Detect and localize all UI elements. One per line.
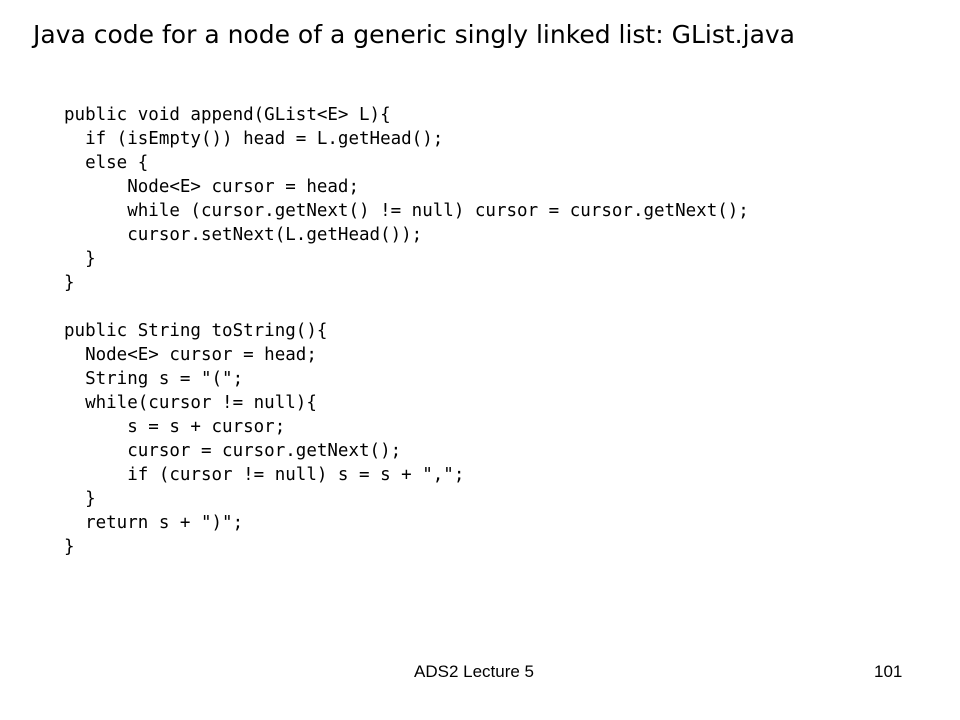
code-line: public String toString(){ [64,321,328,341]
code-line: public void append(GList<E> L){ [64,105,391,125]
code-line: } [64,273,75,293]
footer-lecture-label: ADS2 Lecture 5 [414,662,535,681]
code-block: public void append(GList<E> L){ if (isEm… [64,103,749,559]
code-line: } [64,489,96,509]
code-line [64,295,749,319]
code-line: cursor.setNext(L.getHead()); [64,225,423,245]
code-line: while(cursor != null){ [64,393,317,413]
page-number: 101 [874,662,903,681]
code-line: Node<E> cursor = head; [64,345,317,365]
code-line: if (cursor != null) s = s + ","; [64,465,465,485]
code-line: String s = "("; [64,369,244,389]
slide-title: Java code for a node of a generic singly… [33,20,795,49]
code-line: } [64,537,75,557]
code-line: s = s + cursor; [64,417,286,437]
code-line: cursor = cursor.getNext(); [64,441,402,461]
code-line: Node<E> cursor = head; [64,177,360,197]
code-line: while (cursor.getNext() != null) cursor … [64,201,749,221]
code-line: return s + ")"; [64,513,244,533]
code-line: if (isEmpty()) head = L.getHead(); [64,129,444,149]
code-line: } [64,249,96,269]
code-line: else { [64,153,149,173]
